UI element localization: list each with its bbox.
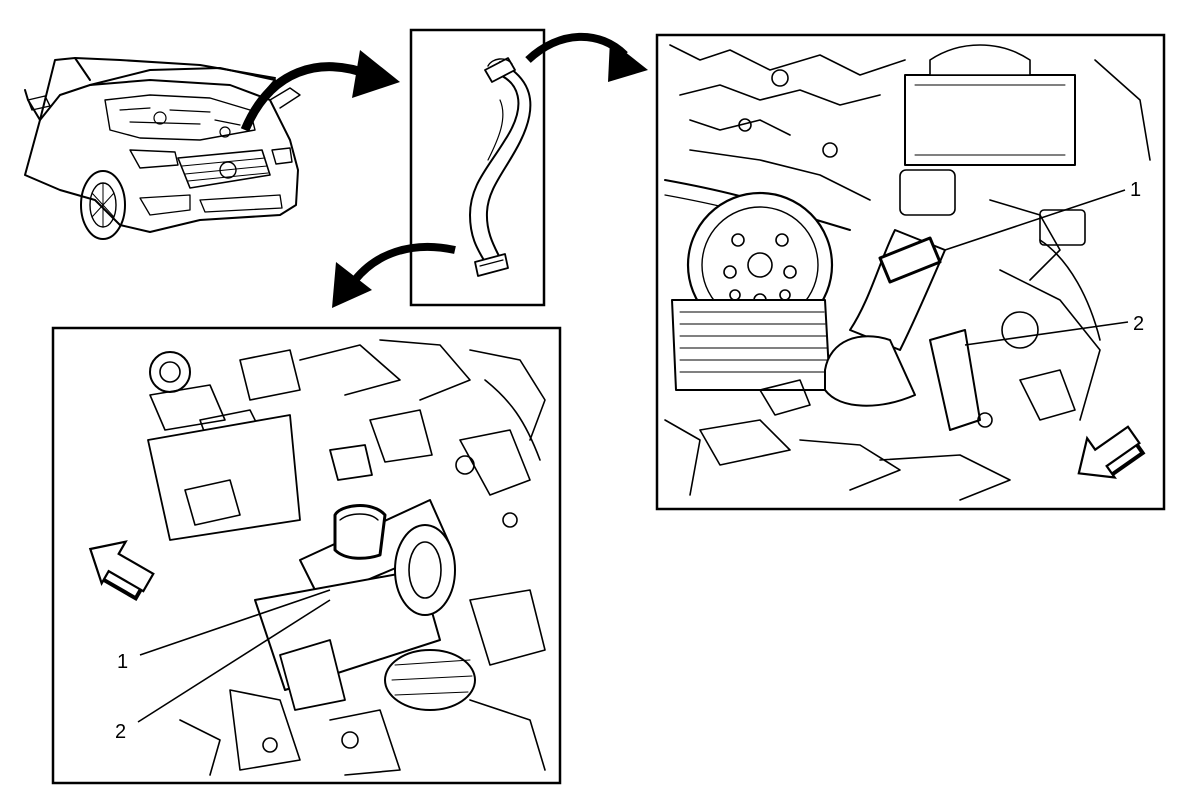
part-view-frame [409,28,546,307]
right-callouts: 1 2 [944,179,1144,346]
bottom-callouts: 1 2 [115,589,331,743]
hose-bracket [929,329,981,431]
right-detail-artwork [664,44,1151,501]
forward-arrow-icon [88,540,155,602]
hose-clamp [333,504,387,560]
bottom-detail-artwork [147,339,546,776]
curved-arrow-icon [352,50,400,98]
vehicle-overview [24,57,301,240]
hose-clamp [878,236,942,284]
bottom-callout-2: 2 [115,721,126,743]
bottom-callout-1: 1 [117,651,128,673]
flow-arrow-to-right-view [525,32,648,82]
flow-arrow-to-bottom-view [332,242,456,308]
right-callout-2: 2 [1133,313,1144,335]
flow-arrow-to-part [240,50,400,132]
curved-arrow-icon [608,40,648,82]
forward-arrow-icon [1077,425,1146,479]
radiator-hose-part [469,57,532,277]
right-callout-1: 1 [1130,179,1141,201]
curved-arrow-icon [332,262,372,308]
bottom-detail-frame [51,326,562,785]
